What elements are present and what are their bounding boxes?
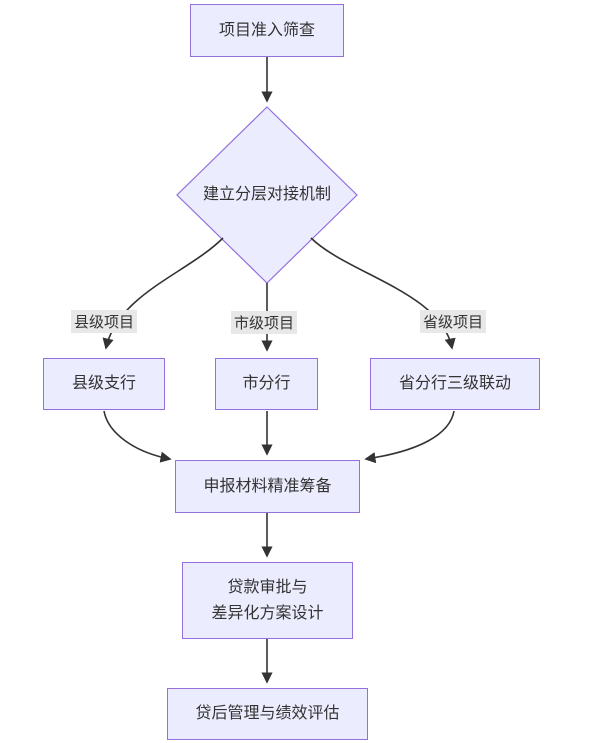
- node-province-branch-linkage: 省分行三级联动: [370, 358, 540, 410]
- edge-county-to-materials: [103, 410, 172, 463]
- node-post-loan-management: 贷后管理与绩效评估: [167, 688, 368, 740]
- node-label: 项目准入筛查: [218, 21, 315, 39]
- node-county-branch: 县级支行: [43, 358, 165, 410]
- edge-label-province-project: 省级项目: [419, 310, 487, 333]
- node-label: 申报材料精准筹备: [203, 477, 332, 495]
- node-loan-approval-design: 贷款审批与 差异化方案设计: [182, 562, 353, 639]
- node-label-line1: 贷款审批与: [227, 578, 308, 596]
- edge-label-city-project: 市级项目: [230, 311, 298, 334]
- edge-province-to-materials: [364, 410, 455, 464]
- edge-label-county-project: 县级项目: [70, 310, 138, 333]
- node-decision-tiered-docking: 建立分层对接机制: [177, 180, 357, 210]
- node-label: 市分行: [242, 375, 291, 393]
- node-label: 贷后管理与绩效评估: [195, 705, 340, 723]
- node-label: 省分行三级联动: [398, 375, 511, 393]
- node-materials-preparation: 申报材料精准筹备: [175, 460, 360, 513]
- node-project-screening: 项目准入筛查: [190, 4, 344, 57]
- node-label-line2: 差异化方案设计: [211, 604, 324, 622]
- node-label: 县级支行: [71, 375, 136, 393]
- node-city-branch: 市分行: [215, 358, 318, 410]
- node-label: 建立分层对接机制: [202, 186, 331, 204]
